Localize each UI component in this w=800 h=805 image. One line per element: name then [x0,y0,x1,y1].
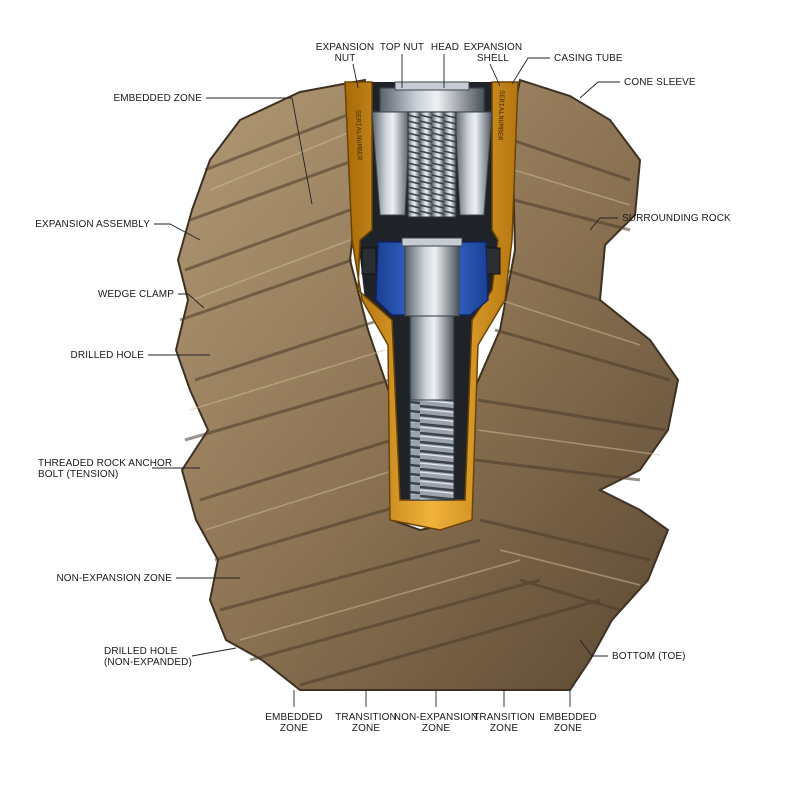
top-nut [379,87,485,113]
label-cone-sleeve: CONE SLEEVE [624,77,696,88]
label-expansion-shell: EXPANSION SHELL [463,42,523,64]
label-head: HEAD [430,42,460,53]
expansion-wedge-right [454,111,493,216]
label-non-expansion-zone: NON-EXPANSION ZONE [56,573,172,584]
label-casing-tube: CASING TUBE [554,53,623,64]
label-bottom-non-expansion: NON-EXPANSION ZONE [393,712,479,734]
sleeve-marking-right: SERIALNUMBER [495,90,505,141]
lower-thread [409,399,455,501]
label-bottom-transition-left: TRANSITION ZONE [335,712,397,734]
label-surrounding-rock: SURROUNDING ROCK [622,213,731,224]
label-bottom-toe: BOTTOM (TOE) [612,651,686,662]
label-embedded-zone-top: EMBEDDED ZONE [113,93,202,104]
wedge-clamp-left [361,247,377,275]
label-drilled-hole: DRILLED HOLE [70,350,144,361]
cone-sleeve [344,81,519,531]
expansion-wedge-left [371,111,411,216]
label-bottom-embedded-right: EMBEDDED ZONE [539,712,597,734]
surrounding-rock-mass [174,78,680,691]
label-drilled-hole-non-expanded: DRILLED HOLE (NON-EXPANDED) [104,646,192,668]
label-wedge-clamp: WEDGE CLAMP [97,289,174,300]
label-bottom-embedded-left: EMBEDDED ZONE [265,712,323,734]
wedge-clamp-right [485,247,501,275]
label-threaded-bolt: THREADED ROCK ANCHOR BOLT (TENSION) [38,458,173,480]
leader-lines [148,54,620,707]
sleeve-marking-left: SERIALNUMBER [353,110,363,161]
upper-thread [407,111,457,218]
bolt-head [394,81,470,91]
label-expansion-nut: EXPANSION NUT [315,42,375,64]
label-top-nut: TOP NUT [379,42,425,53]
label-expansion-assembly: EXPANSION ASSEMBLY [35,219,150,230]
label-bottom-transition-right: TRANSITION ZONE [473,712,535,734]
bolt-shank [409,315,455,401]
anchor-assembly: SERIALNUMBER SERIALNUMBER [344,81,519,531]
